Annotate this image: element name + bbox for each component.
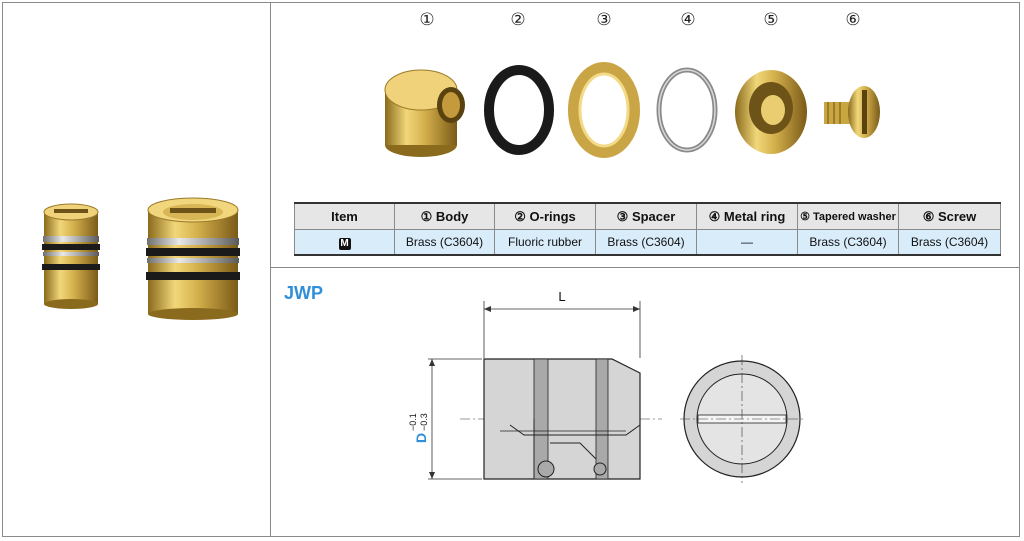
- table-cell: —: [696, 229, 798, 256]
- part-number-1: ①: [419, 10, 435, 29]
- table-cell: Fluoric rubber: [494, 229, 596, 256]
- header-o-rings: ② O-rings: [494, 202, 596, 230]
- tolerance-lower: −0.3: [419, 413, 429, 431]
- part-number-2: ②: [510, 10, 526, 29]
- tolerance-upper: −0.1: [408, 413, 418, 431]
- body-part: [384, 69, 465, 157]
- table-cell: Brass (C3604): [797, 229, 899, 256]
- header-tapered-washer: ⑤ Tapered washer: [797, 202, 899, 230]
- screw-part: [824, 86, 880, 138]
- table-header-row: Item ① Body ② O-rings ③ Spacer ④ Metal r…: [294, 202, 1001, 230]
- exploded-parts-photo: [384, 62, 880, 158]
- header-metal-ring: ④ Metal ring: [696, 202, 798, 230]
- table-cell: Brass (C3604): [394, 229, 495, 256]
- header-screw: ⑥ Screw: [898, 202, 1001, 230]
- material-badge: M: [338, 237, 351, 250]
- part-number-6: ⑥: [845, 10, 861, 29]
- header-spacer: ③ Spacer: [595, 202, 697, 230]
- material-table: Item ① Body ② O-rings ③ Spacer ④ Metal r…: [294, 202, 1001, 256]
- small-plug: [42, 203, 100, 309]
- o-ring-part: [484, 65, 554, 155]
- table-cell: Brass (C3604): [595, 229, 697, 256]
- header-body: ① Body: [394, 202, 495, 230]
- spacer-part: [568, 62, 640, 158]
- part-number-4: ④: [680, 10, 696, 29]
- table-row: M Brass (C3604) Fluoric rubber Brass (C3…: [294, 229, 1001, 256]
- part-number-3: ③: [596, 10, 612, 29]
- part-number-row: ① ② ③ ④ ⑤ ⑥: [0, 10, 1024, 32]
- diameter-label: D: [413, 433, 429, 443]
- table-cell: Brass (C3604): [898, 229, 1001, 256]
- technical-drawing: L D −0.1 −0.3: [408, 289, 804, 483]
- horizontal-divider: [270, 267, 1020, 268]
- tapered-washer-part: [735, 70, 807, 154]
- product-photo: [42, 197, 240, 320]
- vertical-divider: [270, 2, 271, 537]
- material-badge-cell: M: [294, 229, 395, 256]
- large-plug: [146, 197, 240, 320]
- part-number-5: ⑤: [763, 10, 779, 29]
- header-item: Item: [294, 202, 395, 230]
- section-label: JWP: [284, 283, 324, 303]
- length-label: L: [558, 289, 565, 304]
- metal-ring-part: [656, 67, 718, 153]
